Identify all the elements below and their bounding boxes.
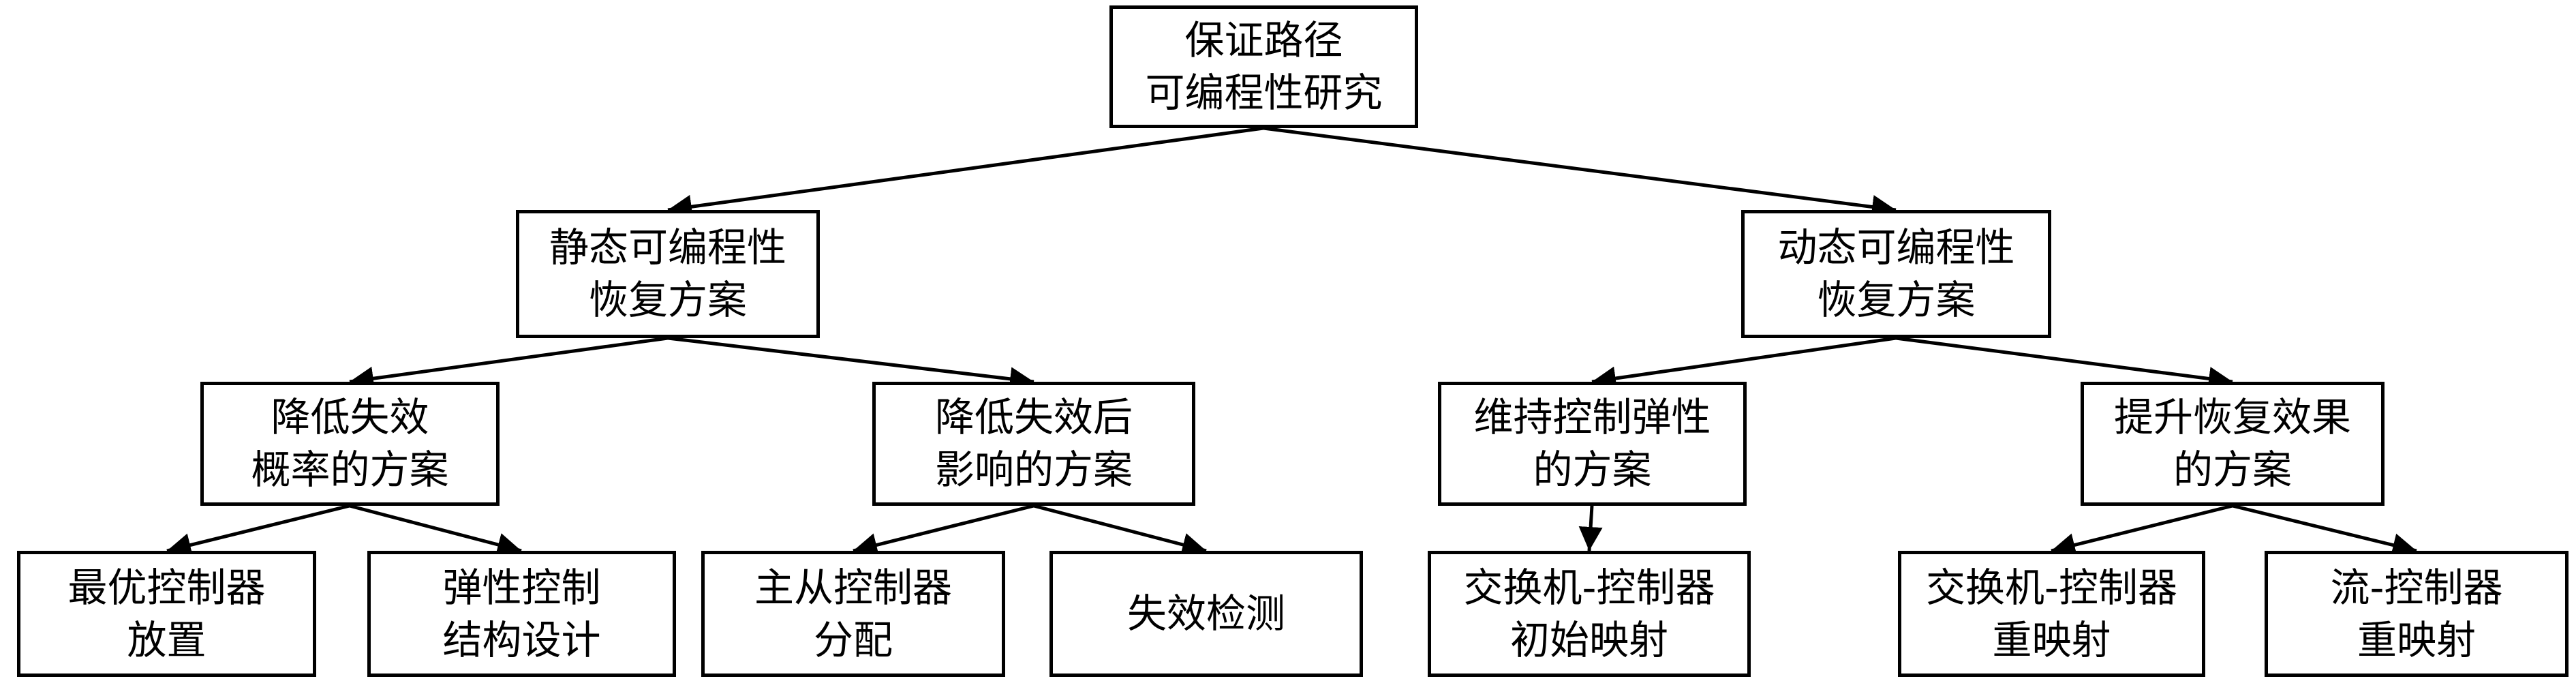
node-reduce-failure-probability: 降低失效 概率的方案 [200, 382, 500, 506]
node-dynamic-recovery: 动态可编程性 恢复方案 [1741, 210, 2051, 338]
node-reduce-failure-impact-line-2: 影响的方案 [934, 447, 1133, 493]
node-static-recovery: 静态可编程性 恢复方案 [516, 210, 820, 338]
node-root-line-2: 可编程性研究 [1145, 70, 1383, 116]
node-maintain-control-resilience-line-1: 维持控制弹性 [1473, 394, 1711, 441]
node-resilient-control-structure-line-1: 弹性控制 [442, 564, 601, 611]
node-failure-detection-line-1: 失效检测 [1126, 590, 1285, 637]
node-improve-recovery-effect-line-1: 提升恢复效果 [2113, 394, 2351, 441]
node-reduce-failure-probability-line-2: 概率的方案 [251, 447, 449, 493]
node-failure-detection: 失效检测 [1049, 551, 1363, 677]
node-switch-controller-initial-mapping-line-1: 交换机-控制器 [1463, 564, 1715, 611]
edge-root-to-static-recovery [667, 126, 1264, 219]
edge-reduce-failure-impact-to-failure-detection [1033, 504, 1207, 557]
node-switch-controller-remapping-line-1: 交换机-控制器 [1926, 564, 2177, 611]
node-switch-controller-initial-mapping: 交换机-控制器 初始映射 [1428, 551, 1751, 677]
node-reduce-failure-probability-line-1: 降低失效 [271, 394, 429, 441]
edge-root-to-dynamic-recovery [1263, 126, 1897, 219]
node-dynamic-recovery-line-2: 恢复方案 [1817, 277, 1976, 323]
node-resilient-control-structure-line-2: 结构设计 [442, 616, 601, 663]
node-optimal-controller-placement: 最优控制器 放置 [17, 551, 316, 677]
edge-reduce-failure-probability-to-resilient-control-structure [349, 504, 522, 557]
edge-dynamic-recovery-to-improve-recovery-effect [1895, 336, 2233, 391]
node-master-slave-controller-line-1: 主从控制器 [754, 564, 952, 611]
node-maintain-control-resilience-line-2: 的方案 [1533, 447, 1652, 493]
node-flow-controller-remapping: 流-控制器 重映射 [2265, 551, 2569, 677]
node-flow-controller-remapping-line-1: 流-控制器 [2330, 564, 2503, 611]
node-switch-controller-remapping-line-2: 重映射 [1992, 616, 2111, 663]
edge-improve-recovery-effect-to-flow-controller-remapping [2232, 504, 2417, 557]
node-reduce-failure-impact: 降低失效后 影响的方案 [872, 382, 1195, 506]
node-resilient-control-structure: 弹性控制 结构设计 [367, 551, 676, 677]
edge-maintain-control-resilience-to-switch-controller-initial-mapping [1578, 505, 1603, 551]
node-optimal-controller-placement-line-2: 放置 [127, 616, 206, 663]
node-maintain-control-resilience: 维持控制弹性 的方案 [1438, 382, 1747, 506]
node-flow-controller-remapping-line-2: 重映射 [2357, 616, 2476, 663]
node-reduce-failure-impact-line-1: 降低失效后 [934, 394, 1133, 441]
node-root: 保证路径 可编程性研究 [1109, 5, 1418, 128]
node-improve-recovery-effect: 提升恢复效果 的方案 [2081, 382, 2385, 506]
node-optimal-controller-placement-line-1: 最优控制器 [67, 564, 266, 611]
edge-reduce-failure-impact-to-master-slave-controller [853, 504, 1034, 557]
node-improve-recovery-effect-line-2: 的方案 [2173, 447, 2292, 493]
edge-reduce-failure-probability-to-optimal-controller-placement [166, 504, 350, 557]
node-switch-controller-remapping: 交换机-控制器 重映射 [1898, 551, 2205, 677]
node-static-recovery-line-1: 静态可编程性 [549, 224, 786, 271]
edge-group [166, 126, 2417, 557]
edge-static-recovery-to-reduce-failure-impact [667, 336, 1034, 391]
node-dynamic-recovery-line-1: 动态可编程性 [1777, 224, 2015, 271]
edge-dynamic-recovery-to-maintain-control-resilience [1591, 336, 1897, 391]
node-master-slave-controller: 主从控制器 分配 [701, 551, 1005, 677]
edge-improve-recovery-effect-to-switch-controller-remapping [2051, 504, 2233, 557]
edge-static-recovery-to-reduce-failure-probability [349, 336, 669, 391]
node-static-recovery-line-2: 恢复方案 [588, 277, 747, 323]
node-root-line-1: 保证路径 [1184, 17, 1343, 64]
node-switch-controller-initial-mapping-line-2: 初始映射 [1509, 616, 1668, 663]
node-master-slave-controller-line-2: 分配 [813, 616, 893, 663]
